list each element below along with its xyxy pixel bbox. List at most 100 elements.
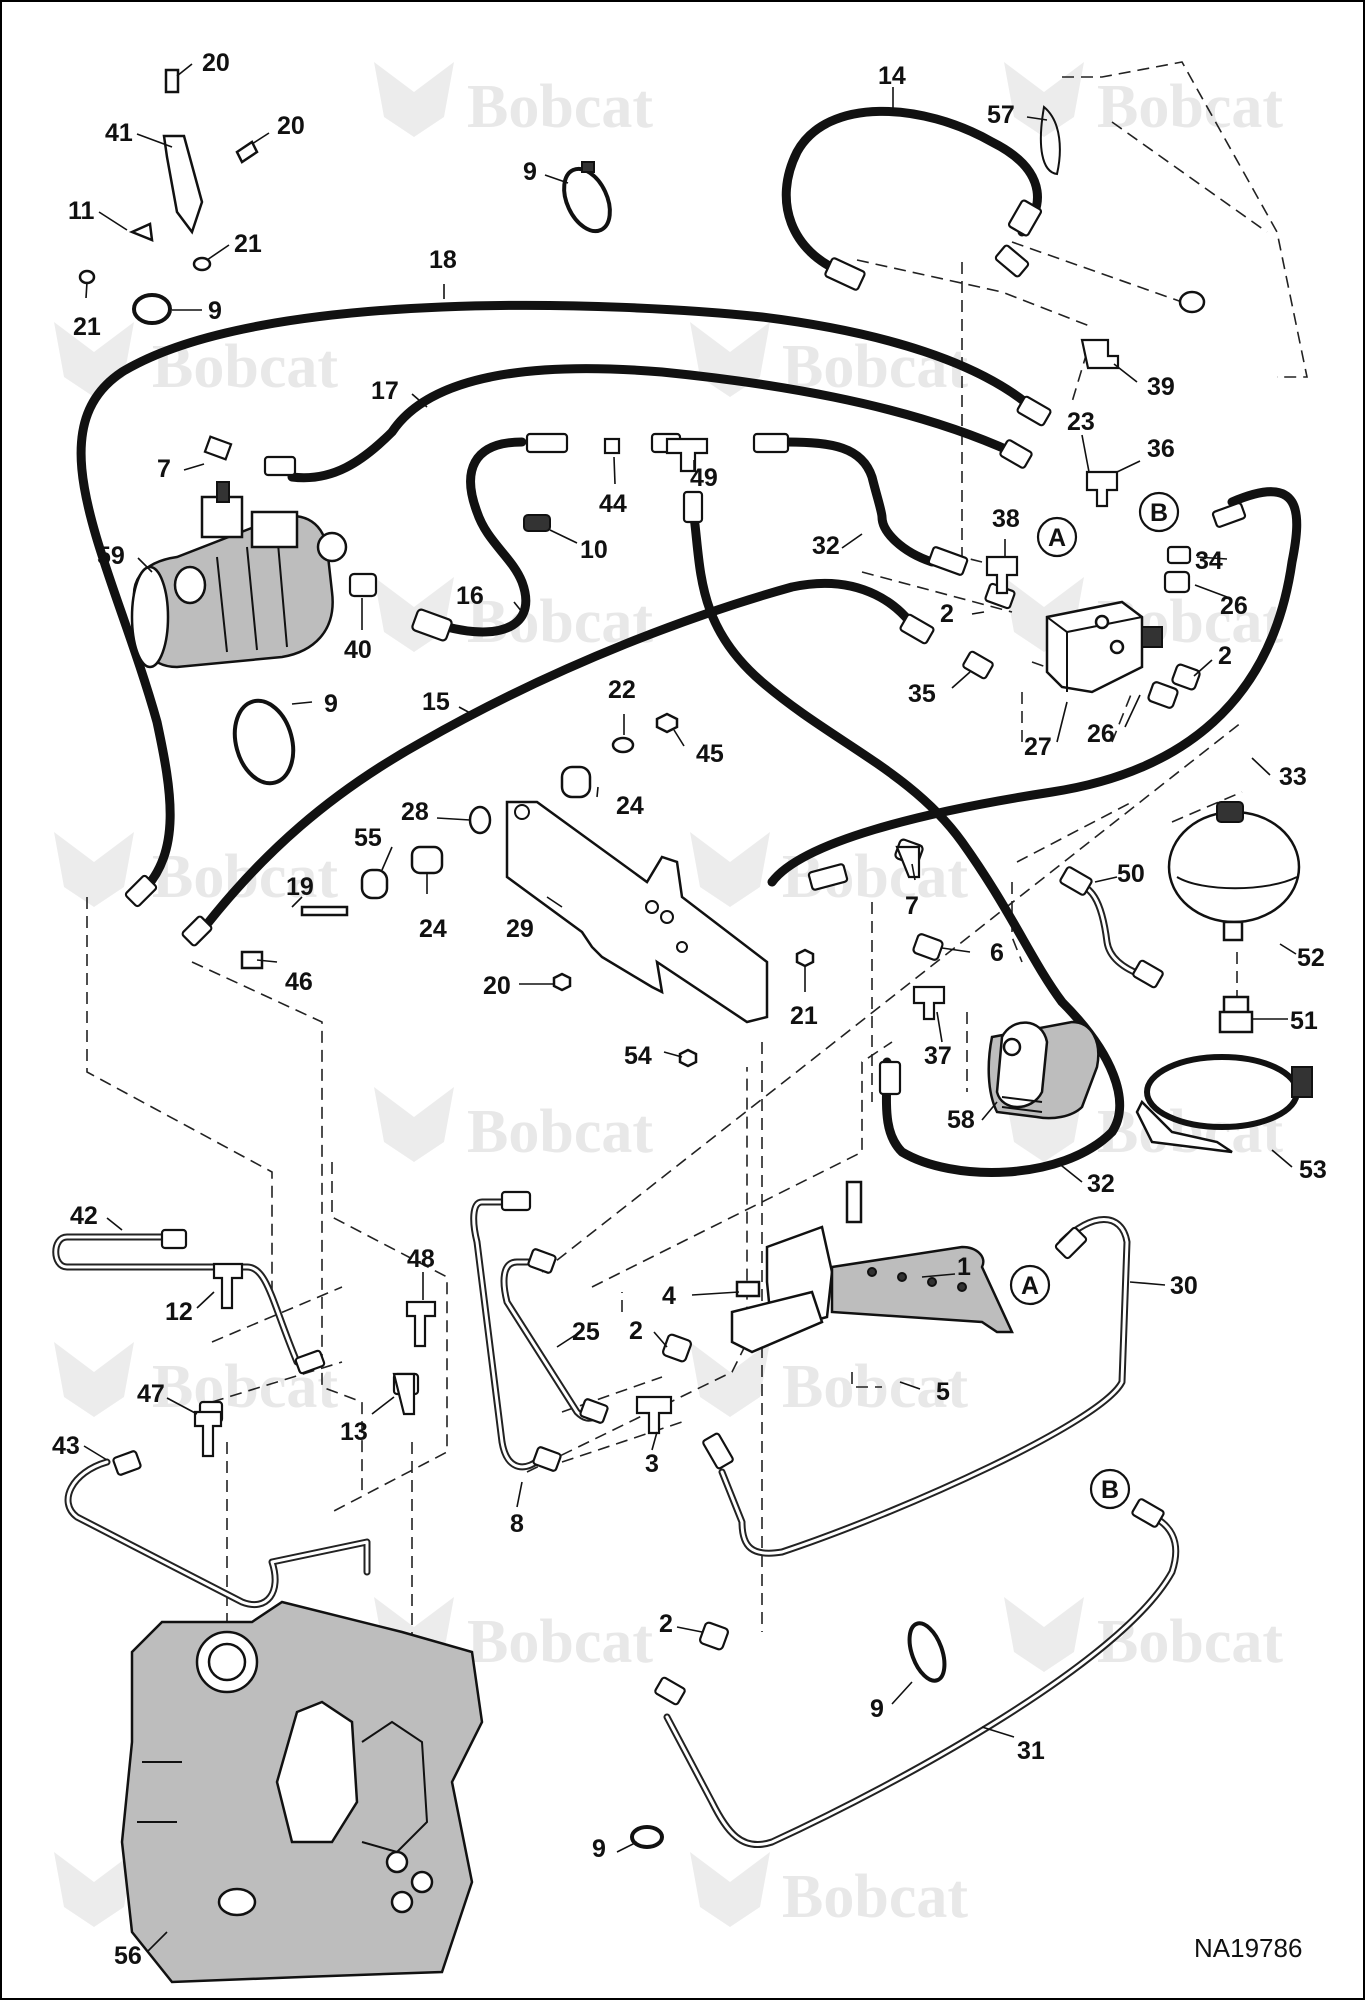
- callout-44: 44: [599, 490, 627, 518]
- drawing-number: NA19786: [1194, 1933, 1302, 1963]
- svg-text:Bobcat: Bobcat: [467, 73, 653, 141]
- callout-27: 27: [1024, 733, 1052, 761]
- motor-58: [987, 1020, 1100, 1120]
- watermark-logo-2: Bobcat: [1004, 62, 1283, 141]
- tube-lines: [52, 878, 1180, 1849]
- callout-labels: 20 20 41 11 21 21 9 9 14 57 18 17 7 23 3…: [52, 49, 1327, 1970]
- callout-21-left: 21: [73, 313, 101, 341]
- callout-10: 10: [580, 536, 608, 564]
- watermark-logo-4: Bobcat: [690, 322, 968, 401]
- callout-30: 30: [1170, 1272, 1198, 1300]
- hose-14: [781, 106, 1042, 277]
- callout-20-mid: 20: [483, 972, 511, 1000]
- svg-text:Bobcat: Bobcat: [782, 1863, 968, 1931]
- hose-17: [287, 364, 1017, 483]
- callout-21-upper: 21: [234, 230, 262, 258]
- callout-25: 25: [572, 1318, 600, 1346]
- ref-circle-b-bottom: B: [1089, 1468, 1131, 1510]
- callout-53: 53: [1299, 1156, 1327, 1184]
- plate-29: [505, 800, 769, 1024]
- callout-35: 35: [908, 680, 936, 708]
- svg-text:Bobcat: Bobcat: [1097, 1608, 1283, 1676]
- hose-lines: [76, 106, 1302, 1177]
- callout-24-upper: 24: [616, 792, 644, 820]
- watermark-logo-1: Bobcat: [374, 62, 653, 141]
- callout-31: 31: [1017, 1737, 1045, 1765]
- watermark-logo-16: Bobcat: [690, 1852, 968, 1931]
- callout-32-top: 32: [812, 532, 840, 560]
- callout-59: 59: [97, 542, 125, 570]
- tee-48: [405, 1300, 437, 1348]
- callout-52: 52: [1297, 944, 1325, 972]
- callout-40: 40: [344, 636, 372, 664]
- fittings: [112, 199, 1247, 1706]
- callout-55: 55: [354, 824, 382, 852]
- callout-1: 1: [957, 1253, 971, 1281]
- tee-39: [1080, 338, 1120, 370]
- callout-7-top: 7: [157, 455, 171, 483]
- svg-text:A: A: [1021, 1272, 1039, 1300]
- callout-8: 8: [510, 1510, 524, 1538]
- tee-38: [985, 555, 1019, 595]
- callout-58: 58: [947, 1106, 975, 1134]
- callout-11: 11: [68, 197, 95, 225]
- pump-59: [130, 481, 348, 669]
- callout-36: 36: [1147, 435, 1175, 463]
- callout-38: 38: [992, 505, 1020, 533]
- callout-20-top: 20: [202, 49, 230, 77]
- callout-9-mid: 9: [324, 690, 338, 718]
- callout-15: 15: [422, 688, 450, 716]
- callout-9-right: 9: [870, 1695, 884, 1723]
- callout-6: 6: [990, 939, 1004, 967]
- hose-18: [76, 300, 1042, 897]
- callout-39: 39: [1147, 373, 1175, 401]
- watermark-logo-14: Bobcat: [1004, 1597, 1283, 1676]
- callout-22: 22: [608, 676, 636, 704]
- callout-57: 57: [987, 101, 1015, 129]
- callout-51: 51: [1290, 1007, 1318, 1035]
- callout-48: 48: [407, 1245, 435, 1273]
- watermark-logo-12: Bobcat: [690, 1342, 968, 1421]
- svg-text:Bobcat: Bobcat: [1097, 1098, 1283, 1166]
- callout-12: 12: [165, 1298, 193, 1326]
- svg-text:Bobcat: Bobcat: [467, 1098, 653, 1166]
- callout-2-upper: 2: [940, 600, 954, 628]
- svg-text:Bobcat: Bobcat: [467, 1608, 653, 1676]
- callout-50: 50: [1117, 860, 1145, 888]
- clamp-53: [1135, 1054, 1313, 1154]
- callout-21-mid: 21: [790, 1002, 818, 1030]
- callout-32-bottom: 32: [1087, 1170, 1115, 1198]
- callout-45: 45: [696, 740, 724, 768]
- clamps-9: [132, 161, 947, 1849]
- callout-4: 4: [662, 1282, 676, 1310]
- callout-47: 47: [137, 1380, 165, 1408]
- callout-26-lower: 26: [1087, 720, 1115, 748]
- callout-9-bottom: 9: [592, 1835, 606, 1863]
- bracket-41: [78, 68, 259, 285]
- svg-text:Bobcat: Bobcat: [1097, 73, 1283, 141]
- fitting-7-top: [203, 435, 297, 477]
- callout-2-bottom: 2: [659, 1610, 673, 1638]
- tee-36: [1085, 470, 1119, 508]
- callout-24-lower: 24: [419, 915, 447, 943]
- valve-block-27: [1045, 600, 1163, 694]
- callout-19: 19: [286, 873, 314, 901]
- fitting-51: [1218, 995, 1254, 1034]
- accumulator-52: [1167, 801, 1301, 942]
- callout-54: 54: [624, 1042, 652, 1070]
- callout-41: 41: [105, 119, 133, 147]
- watermark-logo-9: Bobcat: [374, 1087, 653, 1166]
- callout-17: 17: [371, 377, 399, 405]
- hose-33: [767, 487, 1302, 887]
- tee-47: [193, 1410, 223, 1458]
- svg-text:A: A: [1048, 524, 1066, 552]
- hose-16: [442, 437, 531, 637]
- svg-text:B: B: [1150, 499, 1168, 527]
- tee-12: [212, 1262, 244, 1310]
- pedal-valve-1: [730, 1180, 1014, 1354]
- hose-32b: [687, 497, 1125, 1177]
- callout-9-left: 9: [208, 297, 222, 325]
- tee-49: [665, 437, 709, 473]
